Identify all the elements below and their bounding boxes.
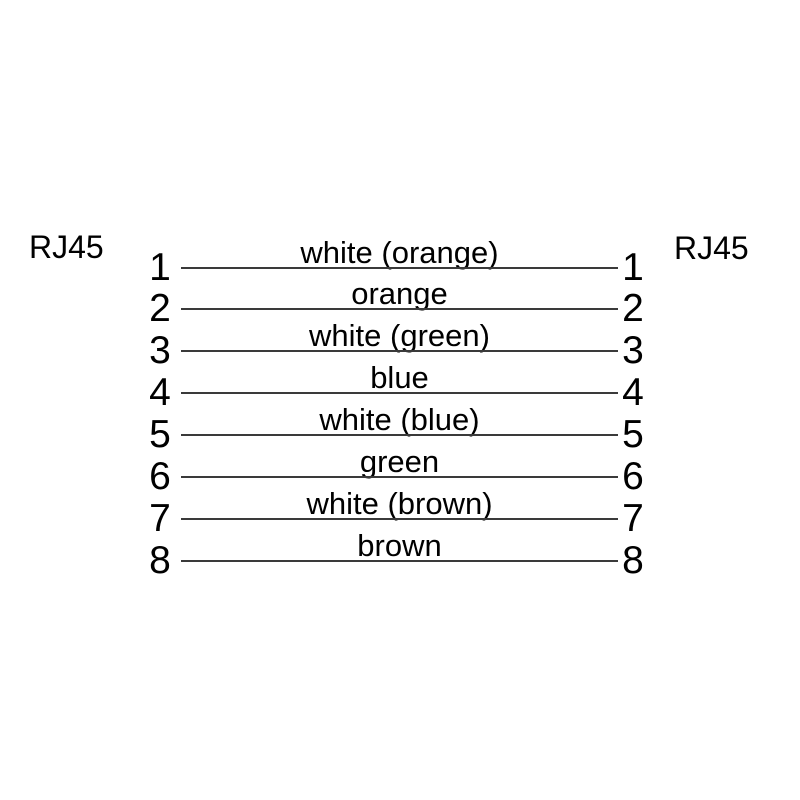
right-pin-number: 2 xyxy=(622,287,644,330)
wire-line xyxy=(181,434,618,436)
wire-line xyxy=(181,560,618,562)
wire-color-label: blue xyxy=(370,360,429,395)
wire-color-label: white (green) xyxy=(309,318,490,353)
wire-color-label: orange xyxy=(351,276,448,311)
wire-color-label: white (blue) xyxy=(319,402,480,437)
left-pin-number: 6 xyxy=(149,455,171,498)
wire-color-label: green xyxy=(359,444,440,479)
wire-line xyxy=(181,392,618,394)
right-pin-number: 4 xyxy=(622,371,644,414)
right-connector-label: RJ45 xyxy=(674,230,749,266)
right-pin-number: 8 xyxy=(622,539,644,582)
left-connector-label: RJ45 xyxy=(29,229,104,265)
left-pin-number: 3 xyxy=(149,329,171,372)
left-pin-number: 8 xyxy=(149,539,171,582)
right-pin-number: 7 xyxy=(622,497,644,540)
right-pin-number: 3 xyxy=(622,329,644,372)
wire-line xyxy=(181,308,618,310)
wire-color-label: white (brown) xyxy=(306,486,493,521)
wire-line xyxy=(181,267,618,269)
left-pin-number: 1 xyxy=(149,246,171,289)
left-pin-number: 4 xyxy=(149,371,171,414)
wire-color-label: brown xyxy=(357,528,442,563)
right-pin-number: 5 xyxy=(622,413,644,456)
right-pin-number: 6 xyxy=(622,455,644,498)
wire-line xyxy=(181,476,618,478)
right-pin-number: 1 xyxy=(622,246,644,289)
left-pin-number: 7 xyxy=(149,497,171,540)
wire-line xyxy=(181,518,618,520)
wire-line xyxy=(181,350,618,352)
wire-color-label: white (orange) xyxy=(300,235,499,270)
left-pin-number: 5 xyxy=(149,413,171,456)
left-pin-number: 2 xyxy=(149,287,171,330)
